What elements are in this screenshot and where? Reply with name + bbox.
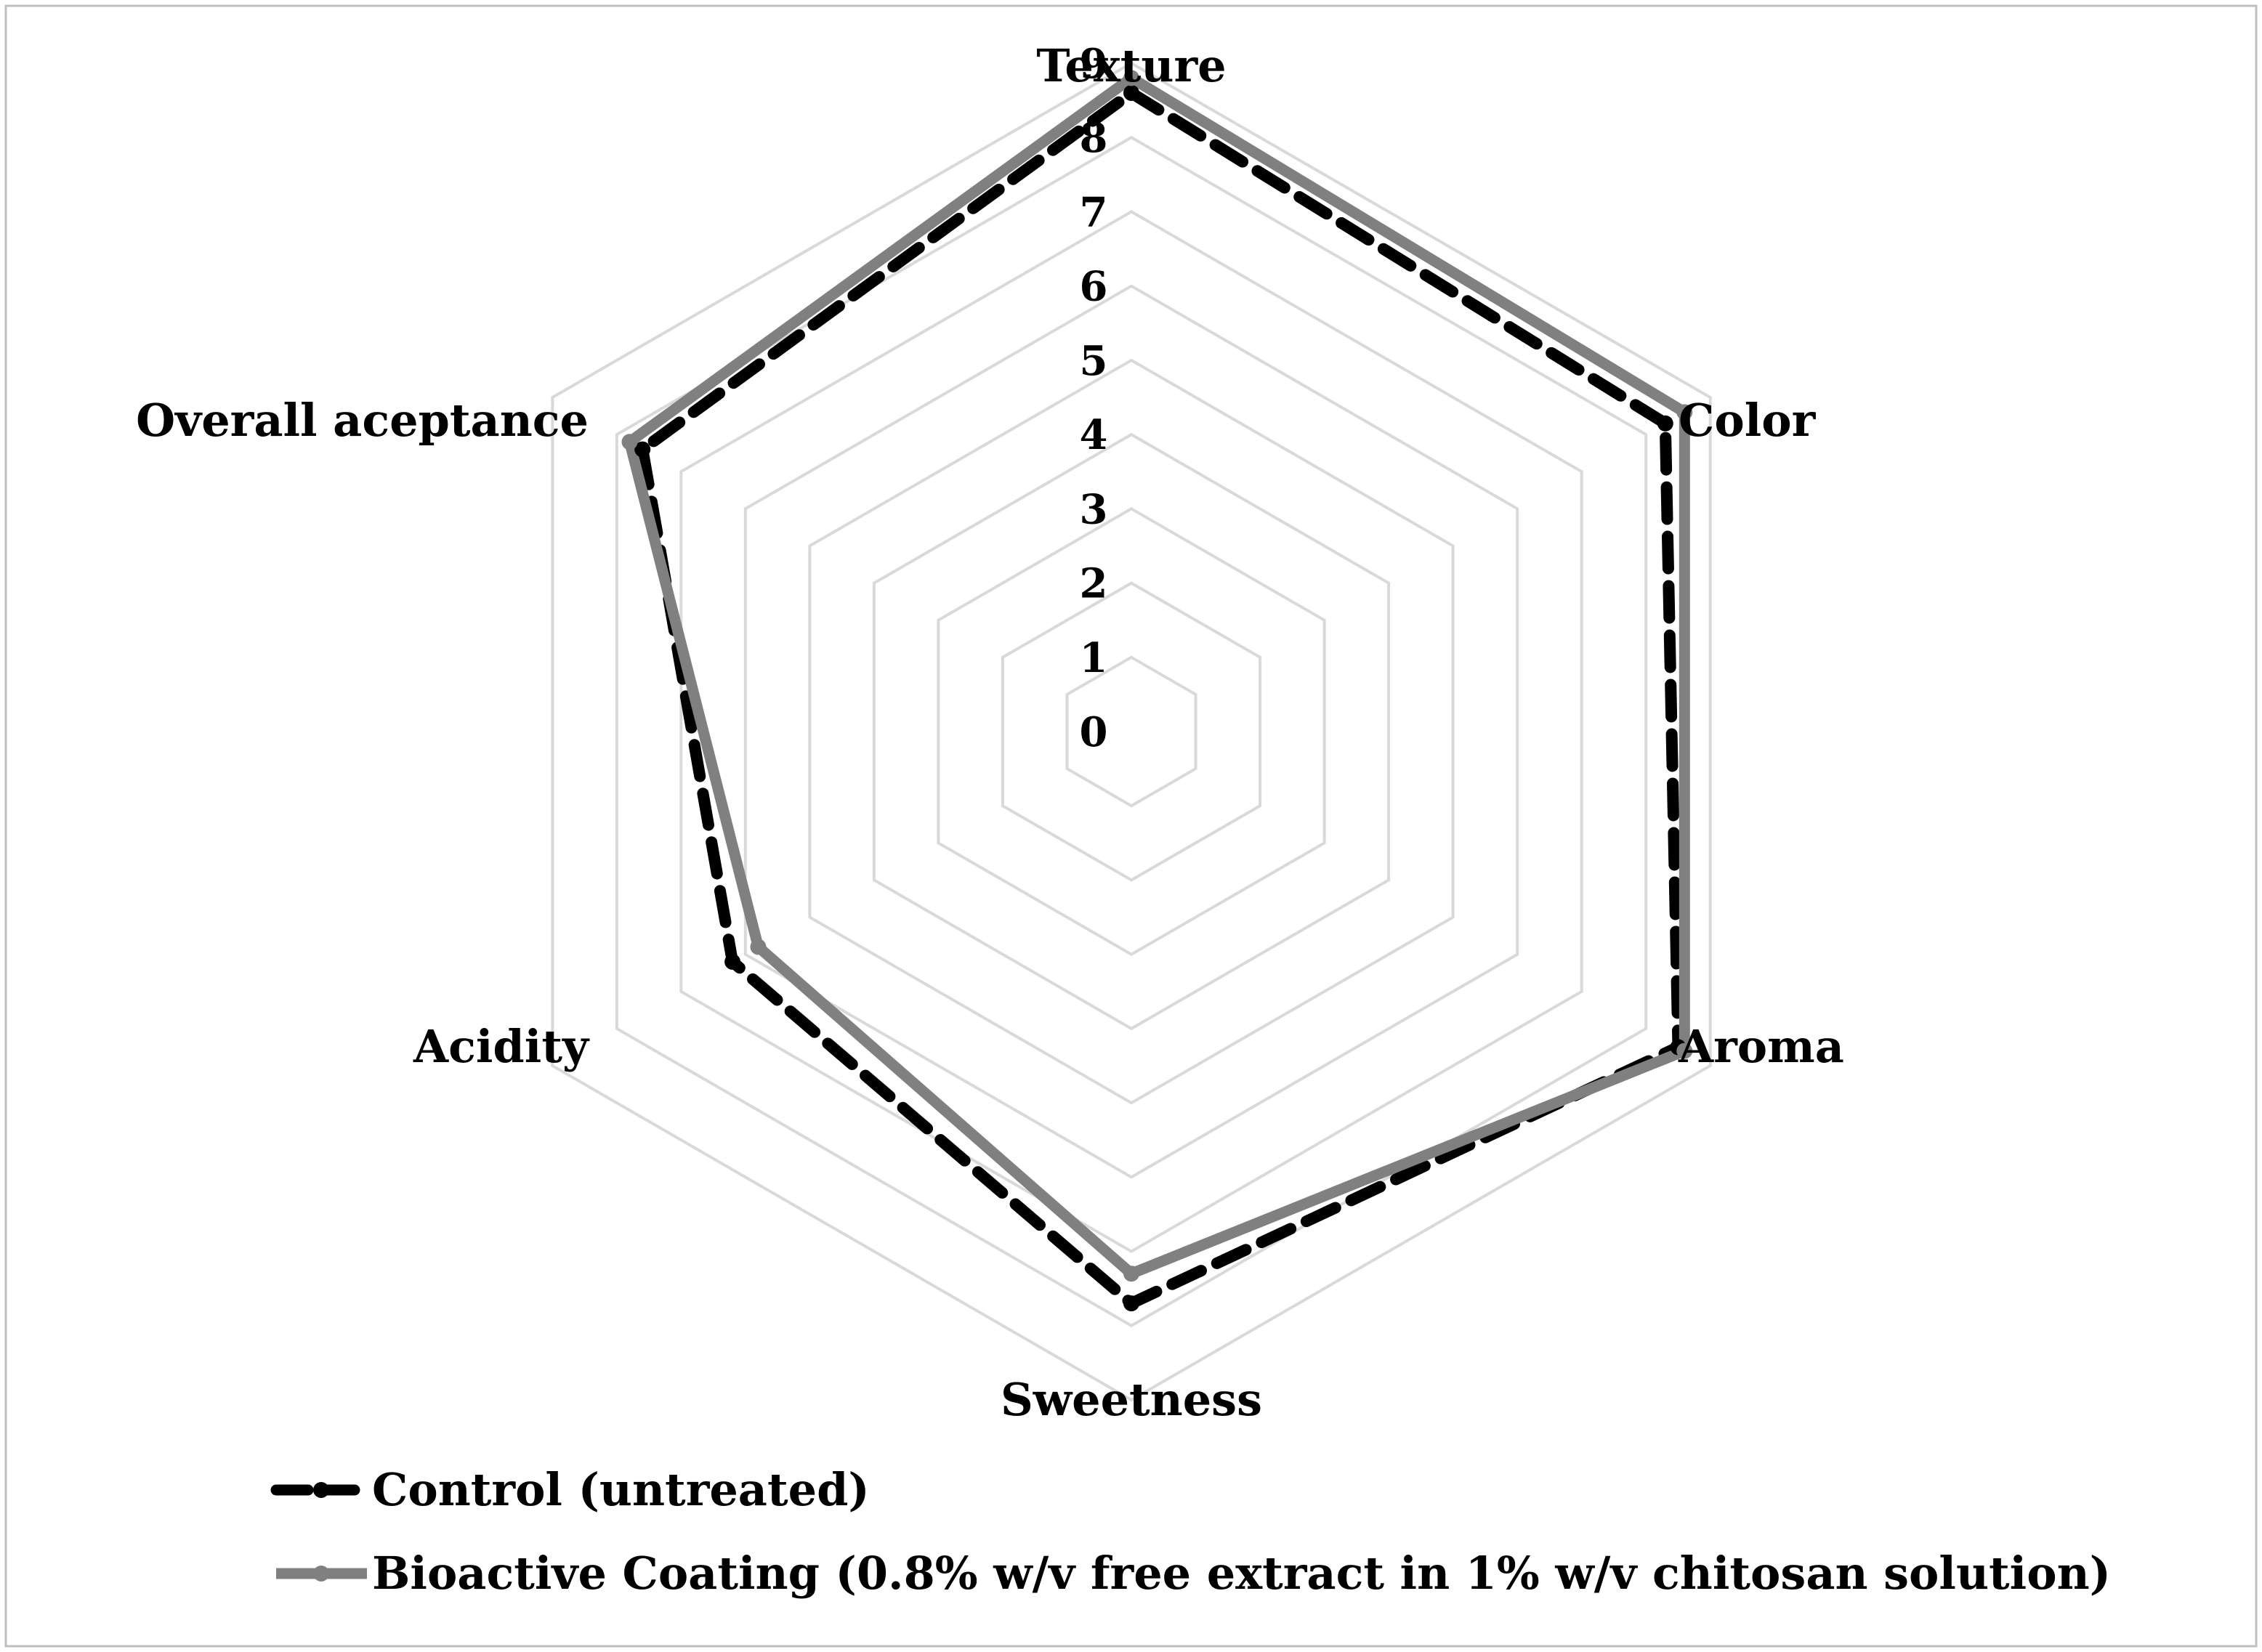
grid-ring-2 bbox=[1001, 581, 1262, 882]
tick-label-8: 8 bbox=[1080, 114, 1108, 162]
legend-label-1: Bioactive Coating (0.8% w/v free extract… bbox=[372, 1547, 2111, 1600]
tick-label-3: 3 bbox=[1080, 485, 1108, 533]
legend-label-0: Control (untreated) bbox=[372, 1463, 870, 1516]
tick-label-7: 7 bbox=[1080, 188, 1108, 236]
chart-frame bbox=[4, 4, 2258, 1648]
tick-label-1: 1 bbox=[1080, 634, 1108, 682]
grid-ring-3 bbox=[937, 506, 1326, 957]
grid-ring-8 bbox=[615, 135, 1648, 1328]
axis-label-color: Color bbox=[1679, 394, 1817, 447]
radial-tick-labels: 0 1 2 3 4 5 6 7 8 9 bbox=[1080, 40, 1108, 756]
series-1-point-4 bbox=[750, 939, 767, 955]
series-1-point-1 bbox=[1676, 404, 1693, 421]
axis-label-sweetness: Sweetness bbox=[1001, 1373, 1262, 1426]
grid-ring-6 bbox=[743, 284, 1519, 1179]
series-0-point-1 bbox=[1657, 415, 1673, 432]
series-0-point-3 bbox=[1123, 1295, 1139, 1312]
grid-ring-7 bbox=[679, 210, 1583, 1253]
axis-label-aroma: Aroma bbox=[1678, 1020, 1844, 1073]
axis-label-acidity: Acidity bbox=[413, 1020, 590, 1073]
series-1-point-0 bbox=[1123, 70, 1139, 86]
grid-ring-9 bbox=[551, 61, 1712, 1402]
legend-marker-0 bbox=[313, 1482, 329, 1498]
series-1-point-3 bbox=[1123, 1266, 1139, 1282]
axis-label-texture: Texture bbox=[1036, 39, 1226, 92]
grid-ring-5 bbox=[808, 358, 1455, 1105]
legend-marker-1 bbox=[313, 1566, 329, 1582]
axis-label-overall-aceptance: Overall aceptance bbox=[136, 394, 589, 447]
grid-ring-4 bbox=[872, 432, 1391, 1031]
tick-label-5: 5 bbox=[1080, 337, 1108, 385]
series-lines bbox=[621, 70, 1693, 1312]
series-0-point-0 bbox=[1123, 84, 1139, 101]
series-0-point-5 bbox=[634, 441, 651, 458]
series-1-point-5 bbox=[621, 434, 638, 450]
grid-ring-1 bbox=[1065, 655, 1197, 808]
tick-label-2: 2 bbox=[1080, 560, 1108, 608]
series-0-point-4 bbox=[724, 953, 741, 970]
legend: Control (untreated) Bioactive Coating (0.… bbox=[270, 1463, 2111, 1600]
tick-label-0: 0 bbox=[1080, 708, 1108, 756]
tick-label-4: 4 bbox=[1080, 411, 1108, 459]
tick-label-6: 6 bbox=[1080, 263, 1108, 311]
grid bbox=[551, 61, 1712, 1402]
tick-label-9: 9 bbox=[1080, 40, 1108, 88]
series-1-point-2 bbox=[1676, 1042, 1693, 1059]
